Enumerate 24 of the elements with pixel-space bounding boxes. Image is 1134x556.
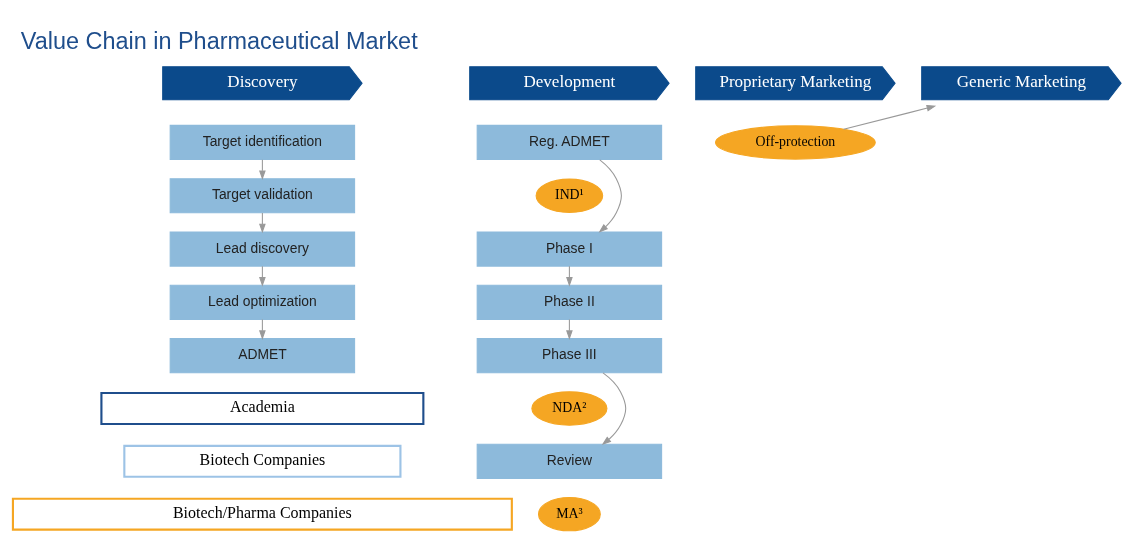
node-box: Target validation: [169, 177, 356, 213]
node-box: Review: [476, 443, 663, 479]
node-box: Phase III: [476, 337, 663, 373]
arrow: [259, 212, 266, 233]
node-box: Biotech Companies: [123, 444, 402, 478]
arrow: [566, 265, 573, 287]
diagram-title: Value Chain in Pharmaceutical Market: [20, 27, 418, 54]
node-box: Lead optimization: [169, 284, 356, 320]
node-box: ADMET: [169, 337, 356, 373]
node-box: Phase II: [476, 284, 663, 320]
node-box: Academia: [100, 391, 425, 425]
node-box: Lead discovery: [169, 230, 356, 267]
arrow: [601, 371, 627, 445]
node-ellipse: MA³: [537, 496, 601, 531]
node-ellipse: Off-protection: [715, 124, 876, 160]
arrow: [843, 104, 937, 130]
node-box: Phase I: [476, 230, 663, 267]
node-box: Target identification: [169, 124, 356, 160]
node-ellipse: NDA²: [531, 390, 608, 426]
node-box: Biotech/Pharma Companies: [11, 497, 513, 531]
node-box: Reg. ADMET: [476, 124, 663, 160]
arrow: [259, 265, 266, 287]
node-ellipse: IND¹: [535, 178, 604, 213]
arrow: [598, 158, 622, 233]
